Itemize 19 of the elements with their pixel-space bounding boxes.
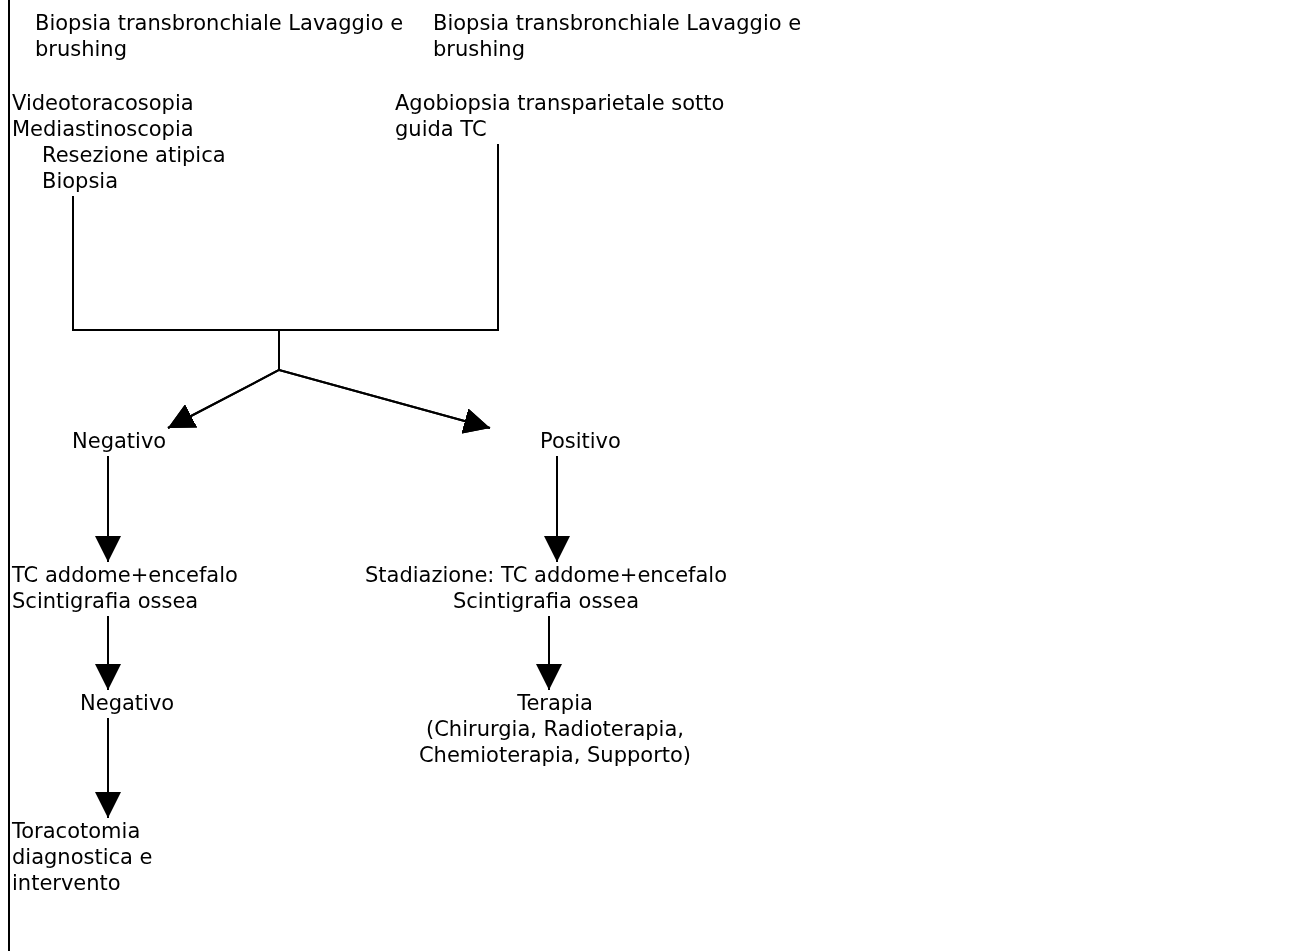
step-text: Negativo — [72, 428, 168, 454]
step-text: Positivo — [540, 428, 622, 454]
arrow — [95, 455, 121, 563]
step-text: (Chirurgia, Radioterapia, Chemioterapia, Supporto) — [417, 716, 693, 768]
arrow — [95, 717, 121, 819]
step-text: Agobiopsia transparietale sotto guida TC — [395, 90, 725, 142]
step-text: Stadiazione: TC addome+encefalo Scintigrafia ossea — [363, 562, 729, 614]
step-text: Terapia — [517, 690, 593, 716]
arrow — [95, 615, 121, 691]
arrow — [278, 143, 499, 434]
arrow — [536, 615, 562, 691]
step-text: Videotoracosopia Mediastinoscopia — [12, 90, 195, 142]
step-text: Negativo — [80, 690, 176, 716]
step-text: Resezione atipica Biopsia — [42, 142, 227, 194]
step-text: Biopsia transbronchiale Lavaggio e brushing — [433, 10, 803, 62]
step-text: TC addome+encefalo Scintigrafia ossea — [12, 562, 239, 614]
step-text: Biopsia transbronchiale Lavaggio e brushing — [35, 10, 405, 62]
arrow — [544, 455, 570, 563]
step-text: Toracotomia diagnostica e intervento — [12, 818, 154, 896]
